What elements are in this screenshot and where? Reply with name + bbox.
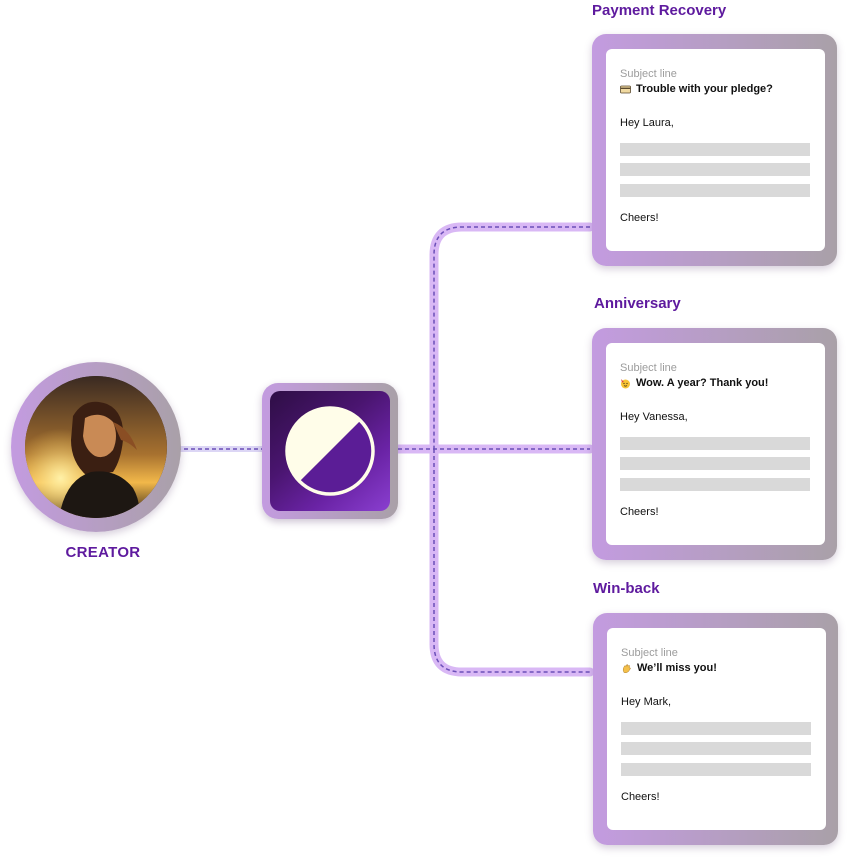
subject-label: Subject line xyxy=(620,68,677,80)
placeholder-line xyxy=(621,742,811,755)
app-node xyxy=(262,383,398,519)
email-card-anniversary[interactable]: Subject line Wow. A year? Thank you! Hey… xyxy=(592,328,837,560)
placeholder-line xyxy=(620,143,810,156)
signoff: Cheers! xyxy=(620,212,659,224)
greeting: Hey Vanessa, xyxy=(620,411,688,423)
waving-hand-icon xyxy=(622,663,631,673)
placeholder-line xyxy=(620,184,810,197)
creator-photo xyxy=(25,376,167,518)
placeholder-line xyxy=(620,163,810,176)
subject-label: Subject line xyxy=(620,362,677,374)
branch-bottom xyxy=(429,444,595,677)
credit-card-icon xyxy=(620,85,631,93)
creator-label: CREATOR xyxy=(65,544,141,561)
subject-line: We’ll miss you! xyxy=(621,662,717,674)
subject-text: We’ll miss you! xyxy=(637,662,717,674)
email-card-win-back[interactable]: Subject line We’ll miss you! Hey Mark, C… xyxy=(593,613,838,845)
creator-avatar xyxy=(11,362,181,532)
group-title-anniversary: Anniversary xyxy=(594,295,681,312)
subject-text: Trouble with your pledge? xyxy=(636,83,773,95)
placeholder-line xyxy=(621,722,811,735)
subject-text: Wow. A year? Thank you! xyxy=(636,377,769,389)
placeholder-line xyxy=(620,478,810,491)
placeholder-line xyxy=(620,437,810,450)
subject-label: Subject line xyxy=(621,647,678,659)
greeting: Hey Mark, xyxy=(621,696,672,708)
signoff: Cheers! xyxy=(620,506,659,518)
signoff: Cheers! xyxy=(621,791,660,803)
email-card-payment-recovery[interactable]: Subject line Trouble with your pledge? H… xyxy=(592,34,837,266)
placeholder-line xyxy=(621,763,811,776)
greeting: Hey Laura, xyxy=(620,117,674,129)
group-title-win-back: Win-back xyxy=(593,580,660,597)
half-circle-logo-icon xyxy=(270,391,390,511)
email-body: Subject line We’ll miss you! Hey Mark, C… xyxy=(607,628,826,830)
email-body: Subject line Wow. A year? Thank you! Hey… xyxy=(606,343,825,545)
group-title-payment-recovery: Payment Recovery xyxy=(592,2,727,19)
subject-line: Wow. A year? Thank you! xyxy=(620,377,768,389)
branch-top xyxy=(429,222,595,454)
party-face-icon xyxy=(621,378,630,388)
email-body: Subject line Trouble with your pledge? H… xyxy=(606,49,825,251)
placeholder-line xyxy=(620,457,810,470)
subject-line: Trouble with your pledge? xyxy=(620,83,773,95)
